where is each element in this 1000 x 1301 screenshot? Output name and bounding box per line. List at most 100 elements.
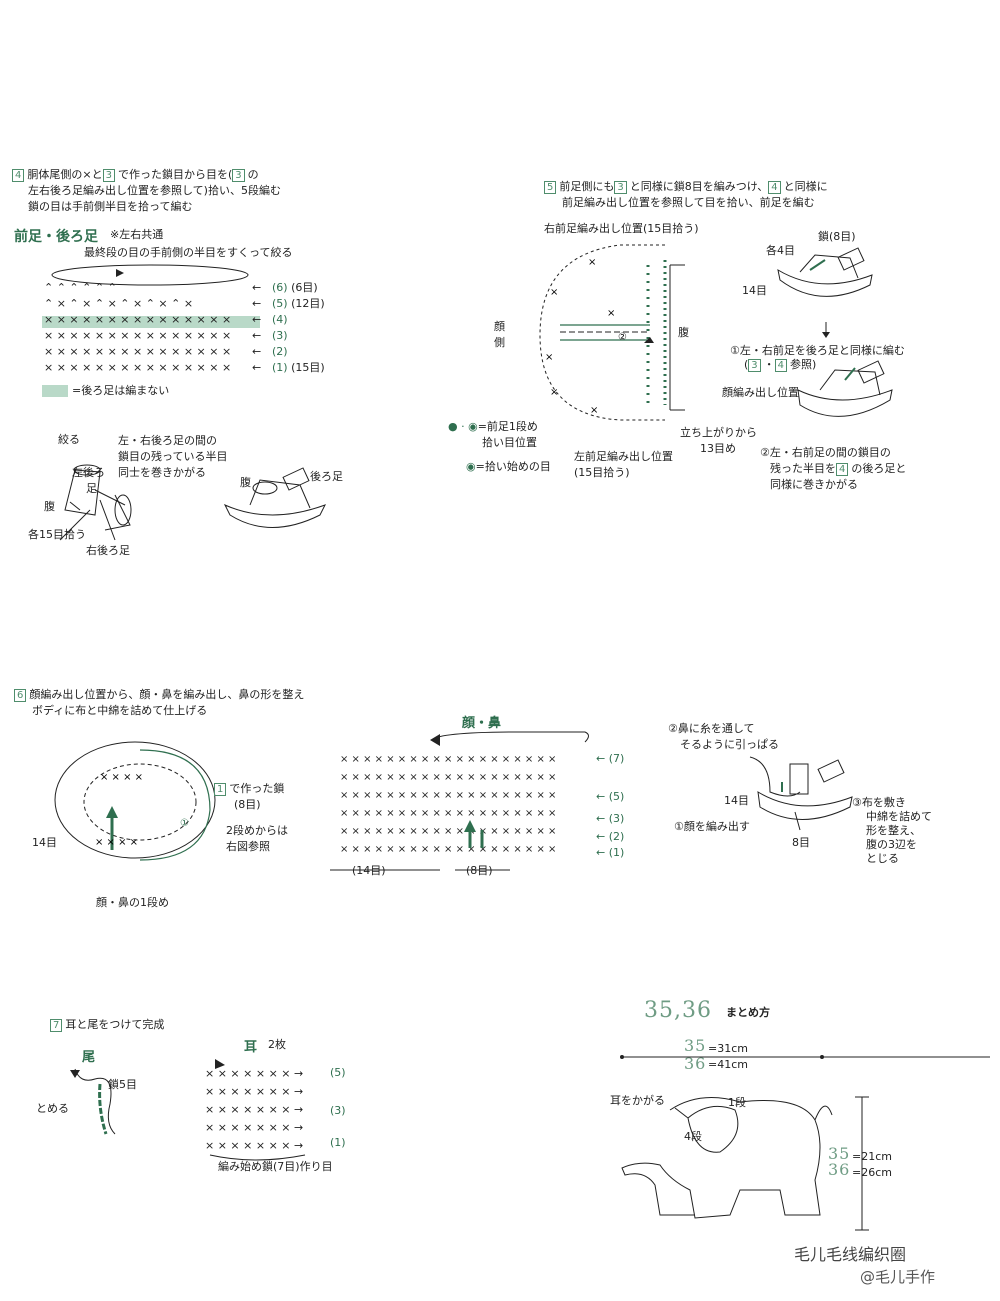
chain5-label: 鎖5目: [108, 1078, 137, 1091]
fill-1: ③布を敷き: [852, 796, 906, 809]
caption2e: 同様に巻きかがる: [770, 478, 858, 491]
ear-count: 2枚: [268, 1038, 286, 1051]
caption1a: ①左・右前足を後ろ足と同様に編む: [730, 344, 905, 357]
svg-text:×: ×: [550, 287, 558, 298]
pull-2: そるように引っぱる: [680, 738, 779, 751]
row-label: ← (3): [596, 812, 625, 825]
stitch-row: × × × × × × × × × × × × × × × × × × ×: [340, 790, 556, 801]
ref-box: 3: [748, 359, 761, 372]
text: で作った鎖: [229, 782, 285, 795]
caption2a: ②左・右前足の間の鎖目の: [760, 446, 891, 459]
step6-line2: ボディに布と中綿を詰めて仕上げる: [32, 704, 208, 717]
watermark-name: 毛儿毛线编织圈: [794, 1245, 907, 1264]
w35: 35: [684, 1036, 707, 1055]
text: 耳と尾をつけて完成: [65, 1018, 165, 1031]
hind-desc-3: 同士を巻きかがる: [118, 466, 206, 479]
stitch-row: ⌃ ⌃ ⌃ ⌃ ⌃ ⌃: [44, 281, 117, 294]
stitch-row: × × × × × × × × × × × × × × × × × × ×: [340, 808, 556, 819]
hind-desc-2: 鎖目の残っている半目: [118, 450, 228, 463]
side-label: 側: [494, 336, 505, 349]
face-finish-drawing: [749, 756, 853, 831]
row-label: (5) (12目): [272, 297, 325, 311]
front-legs-chart: × × × × × × ②: [539, 244, 685, 421]
text: で作った鎖目から目を(: [117, 168, 233, 181]
text: 胴体尾側の: [27, 168, 83, 181]
row-arrow: ←: [252, 345, 261, 358]
row-number: (3): [272, 329, 288, 342]
fill-5: とじる: [866, 852, 899, 865]
n14-label: 14目: [742, 284, 767, 297]
knit-label: ①顔を編み出す: [674, 820, 750, 833]
ref-box: 3: [232, 169, 245, 182]
row-count: (12目): [287, 297, 325, 310]
ref-box: 3: [102, 169, 115, 182]
ear-chart: × × × × × × × →× × × × × × × →× × × × × …: [205, 1059, 306, 1161]
middle-count: (8目): [466, 864, 493, 877]
row-arrow: ←: [252, 329, 261, 342]
svg-text:①: ①: [180, 818, 189, 829]
start-legend: ◉=拾い始めの目: [466, 460, 551, 474]
step-number: 7: [50, 1019, 63, 1032]
face-pos-label: 顔編み出し位置: [722, 386, 799, 399]
face-label: 顔: [494, 320, 505, 333]
row-label: ← (7): [596, 752, 625, 765]
chain8-label: 鎖(8目): [818, 230, 856, 243]
row-label: ← (1): [596, 846, 625, 859]
text: の: [247, 168, 259, 181]
belly-label: 腹: [678, 326, 689, 339]
legs-chart: ⌃ ⌃ ⌃ ⌃ ⌃ ⌃←⌃ × ⌃ × ⌃ × ⌃ × ⌃ × ⌃ ×←× × …: [42, 264, 261, 374]
finish-label: まとめ方: [726, 1006, 770, 1019]
left-hind-label: 左後ろ: [72, 466, 105, 479]
ear-title: 耳: [244, 1040, 258, 1055]
n8-label: 8目: [792, 836, 810, 849]
legs-title: 前足・後ろ足: [14, 229, 98, 245]
row-number: (6): [272, 281, 288, 294]
step4-line3: 鎖の目は手前側半目を拾って編む: [28, 200, 193, 213]
each4-label: 各4目: [766, 244, 795, 257]
text: 顔編み出し位置から、顔・鼻を編み出し、鼻の形を整え: [29, 688, 305, 701]
stitch-row: × × × × × × × × × × × × × × × × × × ×: [340, 772, 556, 783]
ear-start-label: 編み始め鎖(7目)作り目: [218, 1160, 333, 1173]
n14b-label: 14目: [724, 794, 749, 807]
ref-box: 4: [768, 181, 781, 194]
row1-label: 1段: [728, 1096, 746, 1109]
start-dot-icon: ◉: [466, 460, 476, 473]
row-label: (4): [272, 313, 288, 327]
fill-2: 中綿を詰めて: [866, 810, 932, 823]
face-first-row-drawing: × × × × × × × × ①: [54, 741, 216, 861]
stitch-row: × × × × × × × × × × × × × × × × × × ×: [340, 826, 556, 837]
step5-line2: 前足編み出し位置を参照して目を拾い、前足を編む: [562, 196, 815, 209]
w36: 36: [684, 1054, 707, 1073]
front-legs-drawing: [777, 247, 893, 417]
face-nose-chart: × × × × × × × × × × × × × × × × × × × × ×…: [330, 731, 589, 871]
dot-icon: ● · ◉: [448, 420, 478, 433]
row-label: ← (5): [596, 790, 625, 803]
tail-drawing: [70, 1068, 116, 1135]
rise-label-2: 13目め: [700, 442, 736, 455]
face-nose-title: 顔・鼻: [462, 716, 502, 731]
row-count: (15目): [287, 361, 325, 374]
row-label: (1): [330, 1136, 346, 1149]
hind-desc-1: 左・右後ろ足の間の: [118, 434, 217, 447]
left-hind-label-2: 足: [86, 482, 97, 495]
step-number: 4: [12, 169, 25, 182]
svg-text:×: ×: [550, 387, 558, 398]
step4-line2: 左右後ろ足編み出し位置を参照して)拾い、5段編む: [28, 184, 281, 197]
elephant-drawing: [620, 1055, 990, 1231]
finish-number: 35,36: [644, 998, 712, 1023]
text: 参照): [790, 358, 817, 371]
text: =前足1段め: [477, 420, 538, 433]
stitch-row: × × × × × × × →: [205, 1103, 303, 1116]
h35: 35: [828, 1144, 851, 1163]
watermark-handle: @毛儿手作: [860, 1268, 936, 1286]
first-row-label: 顔・鼻の1段め: [96, 896, 169, 909]
right-hind-label: 右後ろ足: [86, 544, 130, 557]
text: 残った半目を: [770, 462, 836, 475]
ear-attach-label: 耳をかがる: [610, 1094, 665, 1107]
back-leg-label: 後ろ足: [310, 470, 343, 483]
stitch-row: × × × × × × × →: [205, 1067, 303, 1080]
row-label: (1) (15目): [272, 361, 325, 375]
